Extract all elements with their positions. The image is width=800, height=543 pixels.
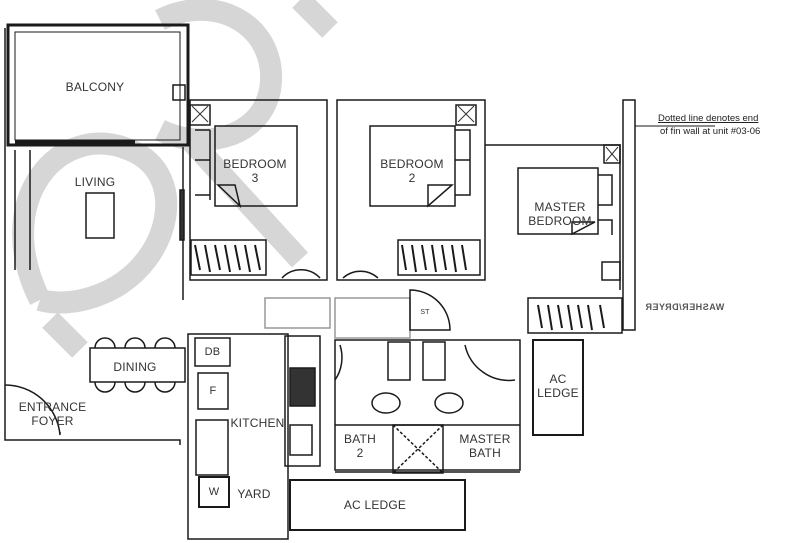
label-ac-ledge-right: AC LEDGE [533, 372, 583, 400]
label-bedroom3-line1: BEDROOM [223, 157, 287, 171]
label-master-bedroom: MASTER BEDROOM [520, 200, 600, 228]
label-yard: YARD [237, 487, 271, 501]
label-acledge-line2: LEDGE [537, 386, 579, 400]
label-balcony: BALCONY [65, 80, 125, 94]
label-acledge-line1: AC [549, 372, 567, 386]
label-ac-ledge-bottom: AC LEDGE [343, 498, 407, 512]
label-bedroom2-line1: BEDROOM [380, 157, 444, 171]
label-master-bath: MASTER BATH [450, 432, 520, 460]
label-bedroom3-line2: 3 [251, 171, 259, 185]
mirrored-label: WASHER/DRYER [645, 302, 725, 312]
label-master-line1: MASTER [534, 200, 586, 214]
label-kitchen: KITCHEN [230, 416, 285, 430]
label-dining: DINING [113, 360, 157, 374]
label-bath2-line2: 2 [356, 446, 364, 460]
label-entrance-line1: ENTRANCE [18, 400, 87, 414]
annotation-line2: of fin wall at unit #03-06 [660, 126, 761, 137]
label-bedroom2-line2: 2 [408, 171, 416, 185]
label-masterbath-line1: MASTER [459, 432, 511, 446]
label-bath-2: BATH 2 [335, 432, 385, 460]
label-masterbath-line2: BATH [469, 446, 501, 460]
label-washer: W [208, 486, 220, 498]
balcony-area [6, 23, 190, 147]
label-db: DB [204, 346, 221, 358]
label-bedroom-2: BEDROOM 2 [372, 157, 452, 185]
label-bedroom-3: BEDROOM 3 [215, 157, 295, 185]
annotation-line1: Dotted line denotes end [658, 113, 759, 124]
label-entrance-line2: FOYER [31, 414, 74, 428]
label-living: LIVING [74, 175, 116, 189]
label-fridge: F [209, 385, 217, 397]
label-bath2-line1: BATH [344, 432, 376, 446]
label-master-line2: BEDROOM [528, 214, 592, 228]
label-store: ST [420, 309, 430, 316]
label-entrance-foyer: ENTRANCE FOYER [10, 400, 95, 428]
